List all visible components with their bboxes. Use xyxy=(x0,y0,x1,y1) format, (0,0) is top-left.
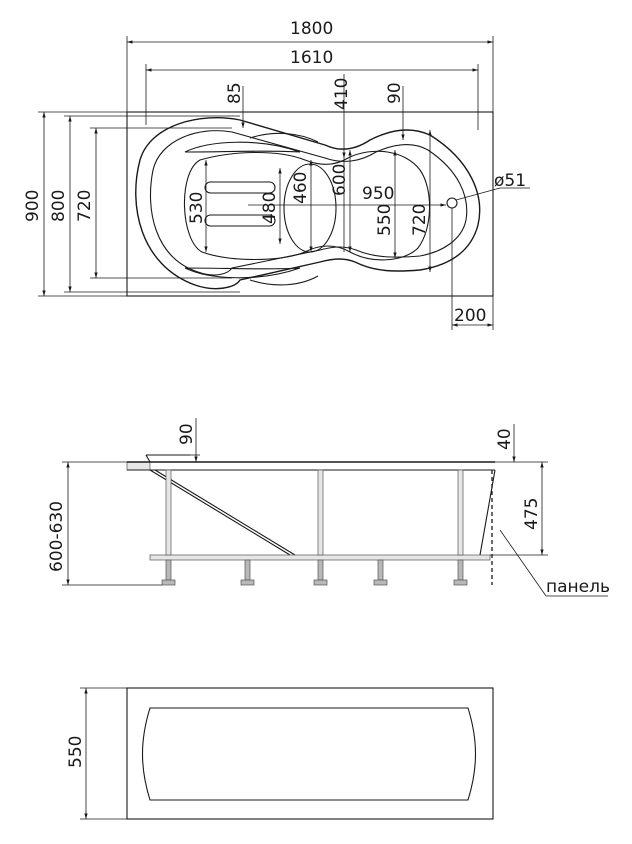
dim-600-630: 600-630 xyxy=(47,501,67,572)
dim-800: 800 xyxy=(49,190,69,222)
side-view: 90 40 600-630 475 панель xyxy=(47,418,610,597)
top-view-outline xyxy=(126,111,494,297)
dim-drain-diameter: ø51 xyxy=(494,171,526,191)
dim-550: 550 xyxy=(375,204,395,236)
dim-480: 480 xyxy=(260,192,280,224)
support-feet xyxy=(161,559,468,586)
dim-460: 460 xyxy=(291,172,311,204)
leader-drain xyxy=(455,187,501,201)
rim-left-block xyxy=(126,461,151,471)
dim-side-40: 40 xyxy=(495,428,515,450)
armrest-upper-right xyxy=(249,132,319,143)
dim-front-550: 550 xyxy=(66,736,86,768)
frame-leg-2 xyxy=(317,469,324,556)
dim-720-right: 720 xyxy=(410,204,430,236)
dim-85: 85 xyxy=(225,82,245,104)
dim-720-left: 720 xyxy=(75,190,95,222)
front-inner-bowl xyxy=(141,707,477,801)
dim-410: 410 xyxy=(332,78,352,110)
dim-475: 475 xyxy=(522,498,542,530)
panel-leader xyxy=(499,529,547,597)
support-diagonal xyxy=(149,469,291,556)
dim-90-top: 90 xyxy=(385,82,405,104)
frame-leg-1 xyxy=(165,469,172,556)
armrest-lower-right xyxy=(249,275,319,286)
top-view: 1800 1610 900 800 720 85 410 90 460 xyxy=(23,19,530,330)
dim-950: 950 xyxy=(362,184,394,204)
armrest-lower xyxy=(184,267,301,279)
dim-1800: 1800 xyxy=(290,19,333,39)
seat-bar-upper xyxy=(204,181,276,194)
bath-bowl-inner-rim xyxy=(150,130,468,276)
front-view-outline xyxy=(126,687,494,820)
dim-900: 900 xyxy=(23,190,43,222)
front-view: 550 xyxy=(66,687,494,820)
bath-bottom xyxy=(183,150,431,261)
frame-leg-3 xyxy=(457,469,464,556)
frame-bottom-bar xyxy=(149,554,491,561)
side-panel-edge xyxy=(479,469,496,556)
dim-side-90: 90 xyxy=(177,423,197,445)
panel-label: панель xyxy=(546,577,610,597)
drain-circle xyxy=(446,197,458,209)
dim-530: 530 xyxy=(187,192,207,224)
dim-1610: 1610 xyxy=(290,48,333,68)
armrest-upper xyxy=(184,141,301,153)
dim-600: 600 xyxy=(330,164,350,196)
dim-200: 200 xyxy=(454,306,486,326)
bath-bowl-outer xyxy=(135,117,481,290)
